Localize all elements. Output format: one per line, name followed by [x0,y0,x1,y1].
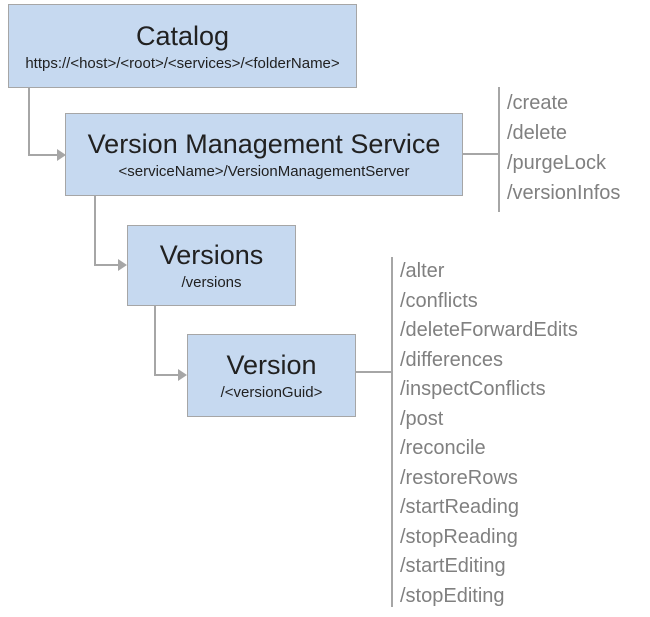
connector-vms-to-operations [463,153,499,155]
version-title: Version [226,350,317,380]
operation-stopediting: /stopEditing [400,584,505,607]
operation-inspectconflicts: /inspectConflicts [400,378,546,400]
catalog-url: https://<host>/<root>/<services>/<folder… [25,54,340,72]
arrowhead-icon [57,149,66,161]
version-node: Version /<versionGuid> [187,334,356,417]
operation-create: /create [507,92,569,114]
version-management-service-title: Version Management Service [87,129,441,159]
catalog-title: Catalog [135,20,230,51]
connector-versions-to-version [154,306,180,376]
connector-vms-to-versions [94,196,120,266]
version-management-service-node: Version Management Service <serviceName>… [65,113,463,196]
operation-post: /post [400,407,444,430]
catalog-node: Catalog https://<host>/<root>/<services>… [8,4,357,88]
version-operations-bracket [391,257,393,607]
operation-startreading: /startReading [400,496,519,518]
operation-versioninfos: /versionInfos [507,182,621,204]
version-operations-list: /alter /conflicts /deleteForwardEdits /d… [400,257,578,611]
operation-restorerows: /restoreRows [400,466,518,489]
versions-path: /versions [181,274,242,291]
operation-reconcile: /reconcile [400,437,486,459]
arrowhead-icon [118,259,127,271]
operation-alter: /alter [400,260,445,282]
operation-deleteforwardedits: /deleteForwardEdits [400,319,578,341]
versions-node: Versions /versions [127,225,296,306]
version-management-service-path: <serviceName>/VersionManagementServer [118,163,410,180]
arrowhead-icon [178,369,187,381]
versions-title: Versions [159,240,264,270]
connector-catalog-to-vms [28,88,58,156]
operation-delete: /delete [507,122,568,144]
operation-conflicts: /conflicts [400,289,478,312]
operation-differences: /differences [400,348,504,371]
vms-operations-bracket [498,87,500,212]
version-path: /<versionGuid> [220,384,323,401]
operation-stopreading: /stopReading [400,525,518,548]
operation-startediting: /startEditing [400,555,506,577]
operation-purgelock: /purgeLock [507,152,606,174]
connector-version-to-operations [356,371,392,373]
vms-operations-list: /create /delete /purgeLock /versionInfos [507,88,620,208]
